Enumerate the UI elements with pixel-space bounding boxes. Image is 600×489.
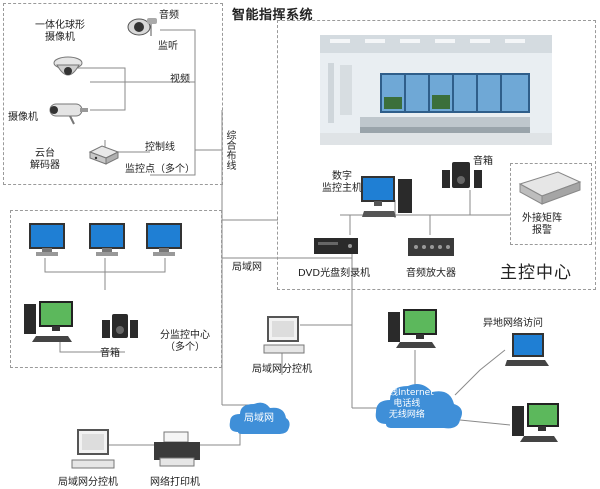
control-room-image [320, 35, 552, 149]
monitor-points-label: 监控点（多个） [125, 164, 195, 175]
pc-icon [262, 315, 306, 363]
sub-center-box [10, 210, 222, 368]
speaker-icon [100, 312, 140, 346]
laptop-icon [505, 332, 549, 372]
printer-icon [152, 430, 202, 474]
matrix-alarm-label: 外接矩阵 报警 [522, 213, 562, 236]
bullet-camera-icon [44, 100, 90, 130]
monitor-listen-device-icon [125, 10, 161, 46]
control-line-label: 控制线 [145, 142, 175, 153]
alarm-matrix-box [510, 163, 592, 245]
cabling-label: 综合布线 [224, 130, 235, 170]
video-label: 视频 [170, 74, 190, 85]
pc-icon [70, 428, 116, 478]
main-center-label: 主控中心 [500, 263, 572, 283]
pc-icon [360, 175, 416, 223]
sub-speaker-label: 音箱 [100, 348, 120, 359]
monitor-icon [28, 222, 68, 264]
cloud-icon [372, 378, 466, 440]
remote-access-label: 异地网络访问 [483, 318, 543, 329]
lan-label: 局域网 [232, 262, 262, 273]
digital-host-label: 数字 监控主机 [322, 171, 362, 194]
dome-camera-label: 一体化球形 摄像机 [35, 20, 85, 43]
amplifier-label: 音频放大器 [406, 268, 456, 279]
pc-icon [22, 300, 84, 348]
pc-icon [510, 402, 568, 448]
main-speaker-label: 音箱 [473, 156, 493, 167]
monitor-listen-label: 监听 [158, 41, 178, 52]
network-printer-label: 网络打印机 [150, 477, 200, 488]
audio-label: 音频 [159, 10, 179, 21]
amplifier-icon [406, 234, 456, 264]
pc-icon [386, 308, 448, 354]
monitor-icon [145, 222, 185, 264]
monitor-icon [88, 222, 128, 264]
sub-center-label: 分监控中心 （多个） [160, 330, 210, 353]
dvd-recorder-icon [312, 234, 360, 262]
internet-cloud-text: 专线Internet 电话线 无线网络 [380, 388, 434, 420]
main-center-box [277, 20, 596, 290]
bottom-lan-sub-control-label: 局域网分控机 [58, 477, 118, 488]
lan-sub-control-mid-label: 局域网分控机 [252, 364, 312, 375]
dome-camera-icon [53, 55, 83, 87]
speaker-icon [440, 160, 484, 196]
ptz-decoder-label: 云台 解码器 [30, 148, 60, 171]
dvd-label: DVD光盘刻录机 [298, 268, 371, 279]
camera-label: 摄像机 [8, 112, 38, 123]
cloud-icon [228, 400, 292, 442]
lan-cloud-text: 局域网 [244, 413, 274, 424]
alarm-matrix-icon [518, 170, 582, 212]
decoder-icon [88, 142, 120, 170]
front-end-box [3, 3, 223, 185]
diagram-title: 智能指挥系统 [232, 8, 314, 23]
